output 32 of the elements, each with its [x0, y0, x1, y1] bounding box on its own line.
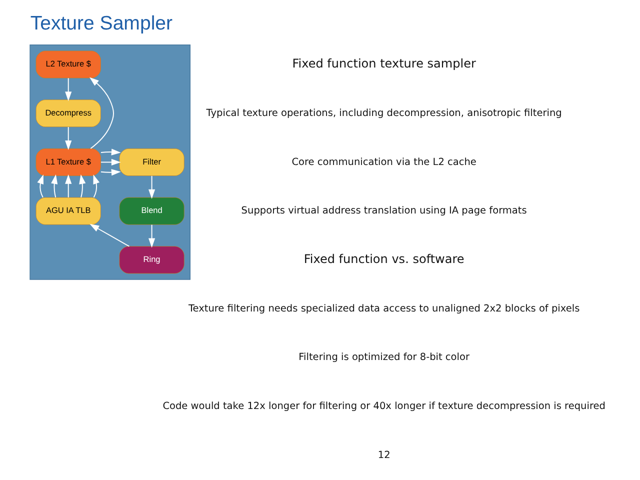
- label: Code would take 12x longer for filtering or 40x longer if texture decompression is required: [162, 401, 606, 412]
- label: Filtering is optimized for 8-bit color: [298, 352, 470, 364]
- arrow: [37, 174, 44, 198]
- arrow: [90, 224, 130, 247]
- arrow: [100, 148, 121, 156]
- label: 12: [378, 450, 390, 461]
- node-box: Ring: [119, 246, 184, 274]
- label: Typical texture operations, including decompression, anisotropic filtering: [206, 108, 562, 119]
- arrow: [90, 77, 114, 149]
- label: Fixed function vs. software: [304, 252, 464, 266]
- arrow: [100, 169, 121, 176]
- arrow: [79, 174, 86, 198]
- node-box: L1 Texture $: [36, 148, 101, 176]
- arrow: [51, 174, 58, 198]
- cluster: [30, 44, 191, 280]
- arrow: [65, 78, 72, 102]
- label: Texture filtering needs specialized data access to unaligned 2x2 blocks of pixels: [188, 303, 580, 314]
- node-box: Filter: [119, 148, 184, 176]
- arrow: [148, 175, 156, 199]
- label: Core communication via the L2 cache: [292, 156, 476, 168]
- label: Supports virtual address translation using IA page formats: [241, 206, 527, 217]
- arrow: [65, 126, 72, 150]
- node-box: L2 Texture $: [36, 50, 101, 78]
- diagram-title: Texture Sampler: [30, 12, 173, 35]
- label: Fixed function texture sampler: [292, 56, 476, 70]
- arrow: [93, 174, 100, 198]
- node-box: AGU IA TLB: [36, 197, 101, 225]
- arrow: [65, 174, 72, 198]
- arrow: [100, 158, 121, 166]
- node-box: Decompress: [36, 100, 101, 128]
- arrow: [148, 224, 156, 248]
- node-box: Blend: [119, 197, 184, 225]
